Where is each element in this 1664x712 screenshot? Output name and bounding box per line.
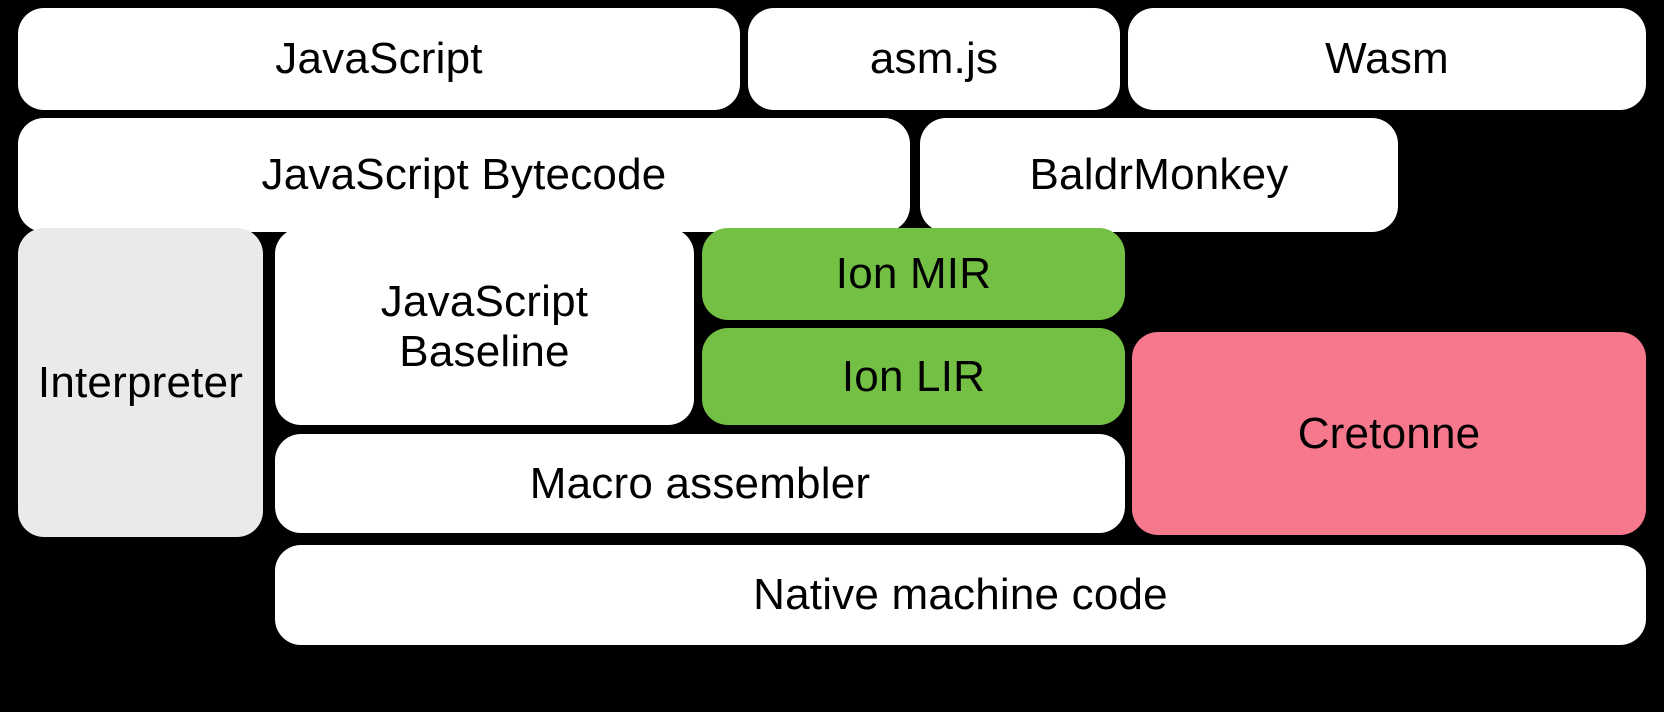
node-javascript: JavaScript [18, 8, 740, 110]
node-asm-js: asm.js [748, 8, 1120, 110]
node-cretonne: Cretonne [1132, 332, 1646, 535]
node-javascript-bytecode: JavaScript Bytecode [18, 118, 910, 232]
node-ion-mir: Ion MIR [702, 228, 1125, 320]
node-wasm: Wasm [1128, 8, 1646, 110]
node-interpreter: Interpreter [18, 228, 263, 537]
node-macro-assembler: Macro assembler [275, 434, 1125, 533]
node-ion-lir: Ion LIR [702, 328, 1125, 425]
node-native-machine-code: Native machine code [275, 545, 1646, 645]
node-javascript-baseline: JavaScript Baseline [275, 228, 694, 425]
node-baldrmonkey: BaldrMonkey [920, 118, 1398, 232]
